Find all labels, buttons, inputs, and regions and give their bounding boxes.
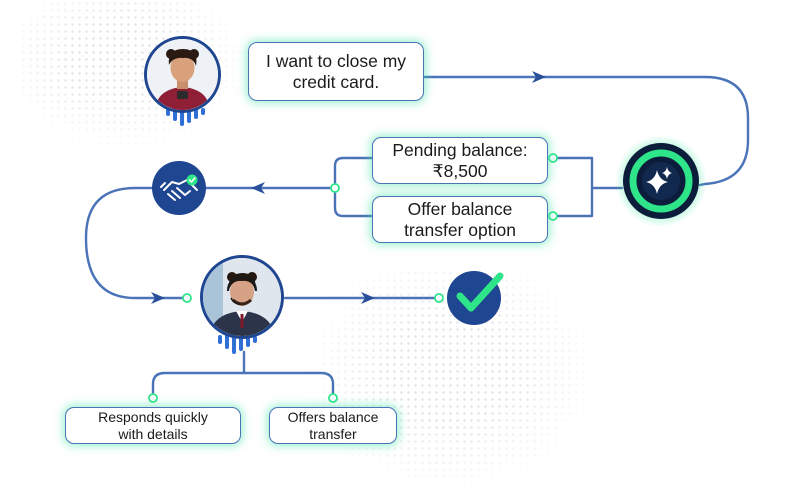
- customer-message-text: I want to close my credit card.: [265, 50, 407, 92]
- customer-message-bubble: I want to close my credit card.: [248, 42, 424, 101]
- customer-avatar: [144, 36, 221, 113]
- offer-transfer-bubble: Offer balance transfer option: [372, 196, 548, 243]
- dot-outcome-left: [148, 393, 158, 403]
- dot-agent-left: [182, 293, 192, 303]
- sparkle-ai-icon: [646, 167, 672, 194]
- pending-balance-text: Pending balance: ₹8,500: [392, 139, 528, 181]
- arrow-right-agent: [151, 292, 165, 304]
- dot-check-left: [434, 293, 444, 303]
- line-outcomes-bracket: [151, 371, 335, 395]
- line-ai-bracket: [551, 156, 624, 218]
- handshake-node: [152, 161, 206, 215]
- responds-quickly-bubble: Responds quickly with details: [65, 407, 241, 444]
- connector-dots: [148, 153, 558, 403]
- dot-outcome-right: [328, 393, 338, 403]
- agent-avatar: [200, 255, 284, 339]
- dot-bracket-left: [330, 183, 340, 193]
- line-handshake-to-agent: [84, 186, 185, 300]
- offers-transfer-bubble: Offers balance transfer: [269, 407, 397, 444]
- connector-lines: [84, 75, 750, 395]
- line-customer-to-ai: [422, 75, 750, 187]
- arrow-right-top: [532, 71, 546, 83]
- offers-transfer-text: Offers balance transfer: [287, 408, 379, 442]
- responds-quickly-text: Responds quickly with details: [98, 408, 208, 442]
- success-node: [447, 271, 504, 325]
- check-icon: [456, 272, 504, 312]
- dot-offer-right: [548, 211, 558, 221]
- line-bubbles-bracket: [333, 156, 374, 218]
- arrow-right-check: [361, 292, 375, 304]
- arrowheads: [151, 71, 546, 304]
- handshake-icon: [160, 179, 198, 201]
- ai-bot-node: [615, 135, 707, 227]
- pending-balance-bubble: Pending balance: ₹8,500: [372, 137, 548, 184]
- offer-transfer-text: Offer balance transfer option: [404, 198, 516, 240]
- dot-pending-right: [548, 153, 558, 163]
- arrow-left-mid: [251, 182, 265, 194]
